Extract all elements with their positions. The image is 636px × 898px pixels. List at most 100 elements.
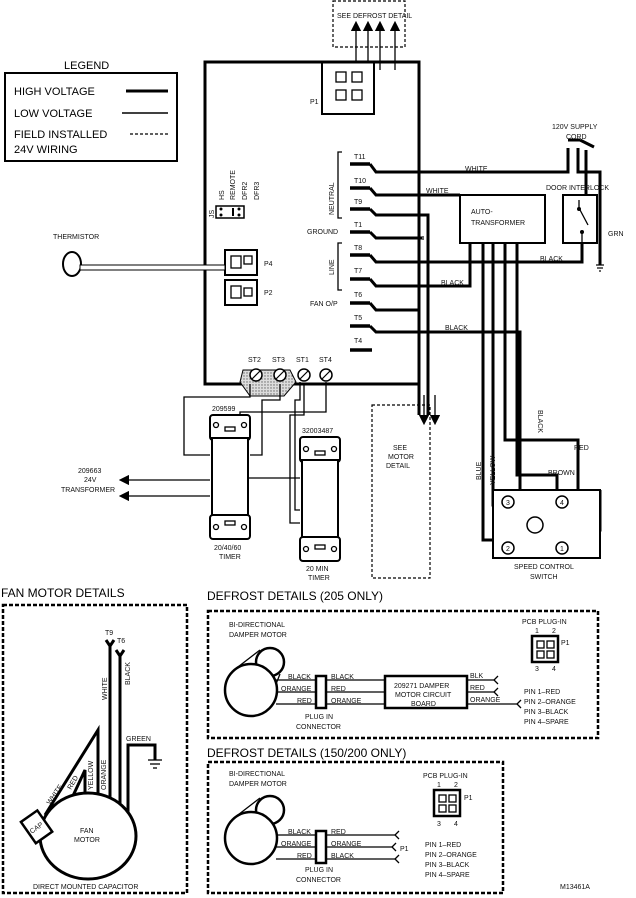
svg-text:PIN 2–ORANGE: PIN 2–ORANGE [524, 699, 576, 706]
speed-control-switch: 3 4 2 1 SPEED CONTROL SWITCH [492, 489, 601, 581]
svg-text:4: 4 [454, 821, 458, 828]
svg-text:PCB PLUG-IN: PCB PLUG-IN [423, 773, 468, 780]
svg-text:BLACK: BLACK [125, 662, 132, 685]
door-interlock-switch [562, 194, 598, 244]
svg-text:LINE: LINE [329, 259, 336, 275]
p1-connector [321, 61, 375, 115]
svg-text:DFR3: DFR3 [254, 182, 261, 200]
svg-text:24V: 24V [84, 477, 97, 484]
svg-text:ST4: ST4 [319, 357, 332, 364]
supply-cord-label: 120V SUPPLY [552, 124, 598, 131]
legend-title: LEGEND [64, 60, 109, 72]
svg-text:PLUG IN: PLUG IN [305, 867, 333, 874]
wire-label-black: BLACK [445, 325, 468, 332]
jumper-block [215, 205, 245, 219]
wire-label-black: BLACK [441, 280, 464, 287]
svg-text:2: 2 [506, 546, 510, 553]
defrost-details-205: DEFROST DETAILS (205 ONLY) BI-DIRECTIONA… [206, 589, 600, 740]
svg-text:HS: HS [219, 190, 226, 200]
svg-text:PIN 4–SPARE: PIN 4–SPARE [425, 872, 470, 879]
svg-text:209599: 209599 [212, 406, 235, 413]
svg-text:MOTOR: MOTOR [74, 837, 100, 844]
svg-text:ST1: ST1 [296, 357, 309, 364]
svg-text:T9: T9 [354, 199, 362, 206]
svg-text:3: 3 [506, 500, 510, 507]
svg-text:ORANGE: ORANGE [101, 759, 108, 790]
defrost-details-150-200: DEFROST DETAILS (150/200 ONLY) BI-DIRECT… [206, 746, 505, 895]
svg-text:PIN 3–BLACK: PIN 3–BLACK [425, 862, 470, 869]
svg-text:PIN 2–ORANGE: PIN 2–ORANGE [425, 852, 477, 859]
svg-text:THERMISTOR: THERMISTOR [53, 234, 99, 241]
wire-label-grn: GRN [608, 231, 624, 238]
wire-label-white: WHITE [426, 188, 449, 195]
drawing-number: M13461A [560, 884, 590, 891]
control-board: JS HS REMOTE DFR2 DFR3 P4 P2 NEUTRAL LIN… [203, 60, 421, 397]
timer-20-min: 32003487 20 MIN TIMER [299, 428, 341, 582]
svg-text:P1: P1 [400, 846, 409, 853]
svg-text:P4: P4 [264, 261, 273, 268]
svg-text:BI-DIRECTIONAL: BI-DIRECTIONAL [229, 622, 285, 629]
svg-text:TRANSFORMER: TRANSFORMER [61, 487, 115, 494]
svg-text:3: 3 [437, 821, 441, 828]
supply-cord-label: CORD [566, 134, 587, 141]
ground-symbol [418, 234, 604, 272]
svg-text:P2: P2 [264, 290, 273, 297]
svg-text:ORANGE: ORANGE [331, 841, 362, 848]
svg-text:ORANGE: ORANGE [281, 686, 312, 693]
svg-text:SPEED CONTROL: SPEED CONTROL [514, 564, 574, 571]
svg-text:BLK: BLK [470, 673, 484, 680]
svg-text:WHITE: WHITE [102, 677, 109, 700]
svg-text:2: 2 [454, 782, 458, 789]
legend: LEGEND HIGH VOLTAGE LOW VOLTAGE FIELD IN… [4, 60, 178, 162]
svg-text:T10: T10 [354, 178, 366, 185]
svg-text:1: 1 [560, 546, 564, 553]
svg-text:TRANSFORMER: TRANSFORMER [471, 220, 525, 227]
svg-text:DIRECT MOUNTED CAPACITOR: DIRECT MOUNTED CAPACITOR [33, 884, 138, 891]
svg-text:RED: RED [297, 698, 312, 705]
svg-text:RED: RED [470, 685, 485, 692]
wire-label-white: WHITE [465, 166, 488, 173]
svg-text:SEE DEFROST DETAIL: SEE DEFROST DETAIL [337, 13, 412, 20]
svg-text:CONNECTOR: CONNECTOR [296, 724, 341, 731]
svg-text:MOTOR: MOTOR [388, 454, 414, 461]
svg-text:GREEN: GREEN [126, 736, 151, 743]
svg-text:P1: P1 [561, 640, 570, 647]
svg-text:4: 4 [560, 500, 564, 507]
svg-text:T5: T5 [354, 315, 362, 322]
svg-text:3: 3 [535, 666, 539, 673]
svg-text:DAMPER MOTOR: DAMPER MOTOR [229, 632, 287, 639]
legend-24v-wiring: 24V WIRING [14, 144, 78, 156]
svg-text:BOARD: BOARD [411, 701, 436, 708]
svg-text:20/40/60: 20/40/60 [214, 545, 241, 552]
svg-text:T6: T6 [117, 638, 125, 645]
svg-text:RED: RED [331, 686, 346, 693]
thermistor: THERMISTOR [53, 234, 226, 277]
svg-text:REMOTE: REMOTE [230, 170, 237, 200]
legend-field-installed: FIELD INSTALLED [14, 129, 107, 141]
svg-text:BI-DIRECTIONAL: BI-DIRECTIONAL [229, 771, 285, 778]
svg-text:32003487: 32003487 [302, 428, 333, 435]
svg-text:FAN O/P: FAN O/P [310, 301, 338, 308]
svg-text:T8: T8 [354, 245, 362, 252]
svg-text:ORANGE: ORANGE [470, 697, 501, 704]
svg-text:209663: 209663 [78, 468, 101, 475]
svg-text:ORANGE: ORANGE [331, 698, 362, 705]
svg-text:BLACK: BLACK [288, 829, 311, 836]
wire-label-yellow: YELLOW [490, 455, 497, 485]
svg-text:PIN 1–RED: PIN 1–RED [425, 842, 461, 849]
svg-text:SEE: SEE [393, 445, 407, 452]
svg-text:T1: T1 [354, 222, 362, 229]
svg-text:PLUG IN: PLUG IN [305, 714, 333, 721]
svg-text:TIMER: TIMER [308, 575, 330, 582]
svg-text:P1: P1 [310, 99, 319, 106]
svg-text:T6: T6 [354, 292, 362, 299]
svg-text:JS: JS [209, 210, 216, 219]
svg-text:ORANGE: ORANGE [281, 841, 312, 848]
svg-text:T11: T11 [354, 154, 366, 161]
legend-low-voltage: LOW VOLTAGE [14, 108, 92, 120]
svg-text:2: 2 [552, 628, 556, 635]
svg-text:RED: RED [331, 829, 346, 836]
door-interlock-label: DOOR INTERLOCK [546, 185, 609, 192]
svg-text:MOTOR CIRCUIT: MOTOR CIRCUIT [395, 692, 452, 699]
see-defrost-detail: SEE DEFROST DETAIL P1 [310, 0, 412, 115]
